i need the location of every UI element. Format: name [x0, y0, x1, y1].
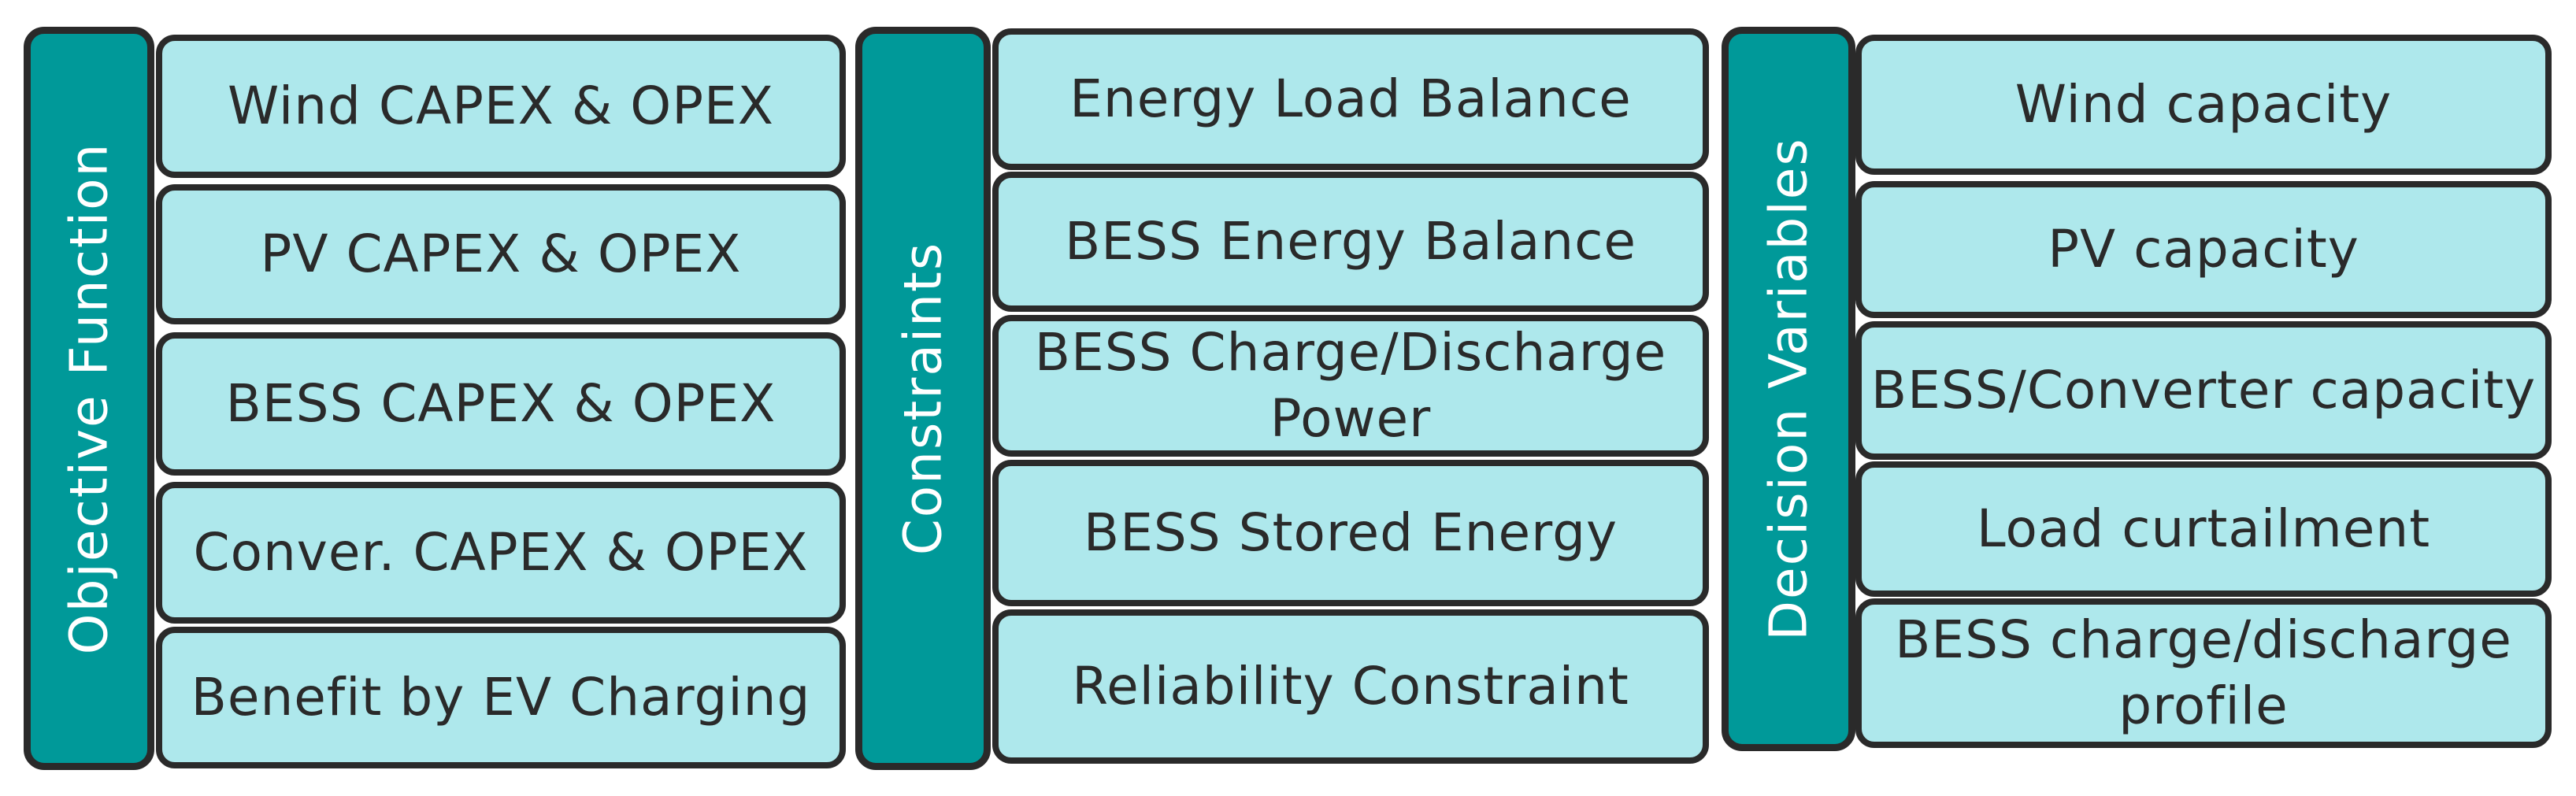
constraint-item-energy-load-balance: Energy Load Balance	[992, 28, 1709, 170]
objective-function-header: Objective Function	[24, 27, 154, 770]
decision-item-bess-converter-capacity: BESS/Converter capacity	[1855, 321, 2552, 460]
decision-variables-header: Decision Variables	[1722, 27, 1855, 751]
objective-item-converter: Conver. CAPEX & OPEX	[156, 482, 846, 624]
decision-item-load-curtailment: Load curtailment	[1855, 461, 2552, 597]
constraint-item-bess-stored-energy: BESS Stored Energy	[992, 460, 1709, 606]
objective-item-bess: BESS CAPEX & OPEX	[156, 332, 846, 476]
objective-item-wind: Wind CAPEX & OPEX	[156, 35, 846, 178]
objective-item-ev-charging: Benefit by EV Charging	[156, 627, 846, 768]
constraints-label: Constraints	[892, 241, 954, 556]
constraint-item-bess-charge-power: BESS Charge/Discharge Power	[992, 315, 1709, 457]
constraints-header: Constraints	[855, 27, 991, 770]
decision-item-wind-capacity: Wind capacity	[1855, 35, 2552, 175]
decision-item-pv-capacity: PV capacity	[1855, 181, 2552, 318]
constraint-item-bess-energy-balance: BESS Energy Balance	[992, 172, 1709, 312]
objective-item-pv: PV CAPEX & OPEX	[156, 184, 846, 324]
constraint-item-reliability: Reliability Constraint	[992, 609, 1709, 764]
decision-item-bess-profile: BESS charge/discharge profile	[1855, 598, 2552, 748]
decision-variables-label: Decision Variables	[1758, 137, 1819, 641]
objective-function-label: Objective Function	[58, 142, 120, 655]
